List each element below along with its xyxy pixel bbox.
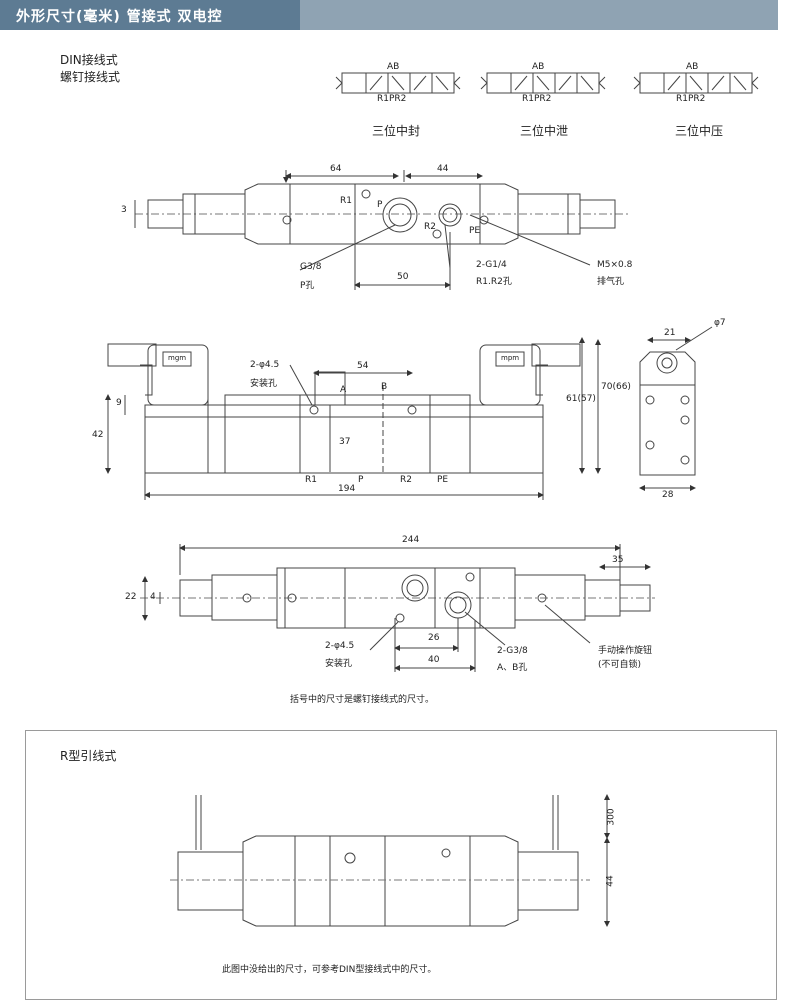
bottom-view	[140, 544, 655, 672]
dim-3: 3	[121, 205, 127, 215]
symbol-exhaust-center	[481, 73, 605, 93]
manual-knob-label: 手动操作旋钮	[598, 646, 653, 656]
bottom-mount-hole-label: 安装孔	[325, 659, 353, 669]
din-label: DIN接线式	[60, 53, 118, 67]
dim-244: 244	[402, 535, 420, 545]
r-type-note: 此图中没给出的尺寸，可参考DIN型接线式中的尺寸。	[222, 965, 437, 975]
dim-50: 50	[397, 272, 409, 282]
dim-70: 70(66)	[601, 382, 631, 392]
front-pe: PE	[437, 475, 449, 485]
no-lock-label: (不可自锁)	[598, 660, 642, 670]
symbol-pressure-center	[634, 73, 758, 93]
exhaust-label: 排气孔	[597, 277, 625, 287]
symbol1-ab: AB	[387, 62, 400, 72]
screw-note: 括号中的尺寸是螺钉接线式的尺寸。	[290, 695, 435, 705]
bottom-mount-label: 2-φ4.5	[325, 641, 355, 651]
dim-35: 35	[612, 555, 624, 565]
front-p: P	[358, 475, 364, 485]
symbol3-ab: AB	[686, 62, 699, 72]
symbol1-caption: 三位中封	[372, 124, 421, 138]
port-r2: R2	[424, 222, 436, 232]
dim-194: 194	[338, 484, 356, 494]
header-tab	[0, 0, 300, 30]
dim-r-44: 44	[605, 875, 616, 887]
front-view	[105, 337, 601, 500]
symbol3-ports: R1PR2	[676, 94, 706, 104]
screw-label: 螺钉接线式	[60, 70, 121, 84]
front-r1: R1	[305, 475, 317, 485]
dim-22: 22	[125, 592, 137, 602]
dim-61: 61(57)	[566, 394, 596, 404]
port-r1: R1	[340, 196, 352, 206]
dim-300: 300	[606, 808, 617, 826]
p-hole-label: P孔	[300, 281, 315, 291]
dim-64: 64	[330, 164, 342, 174]
left-coil-logo: mgm	[168, 354, 187, 362]
side-view	[639, 327, 712, 491]
symbol2-ports: R1PR2	[522, 94, 552, 104]
front-r2: R2	[400, 475, 412, 485]
r-holes-label: R1.R2孔	[476, 277, 512, 287]
dim-54: 54	[357, 361, 369, 371]
symbol1-ports: R1PR2	[377, 94, 407, 104]
g38-label: G3/8	[300, 262, 322, 272]
port-b: B	[381, 382, 388, 392]
front-mount-label: 2-φ4.5	[250, 360, 280, 370]
header-bar: 外形尺寸(毫米) 管接式 双电控	[0, 0, 778, 30]
dim-28: 28	[662, 490, 674, 500]
top-view	[135, 170, 630, 290]
symbol-closed-center	[336, 73, 460, 93]
dim-4: 4	[150, 592, 156, 602]
port-p: P	[377, 200, 383, 210]
dim-44: 44	[437, 164, 449, 174]
dim-21: 21	[664, 328, 676, 338]
m5-label: M5×0.8	[597, 260, 633, 270]
dim-37: 37	[339, 437, 351, 447]
g14-label: 2-G1/4	[476, 260, 507, 270]
r-type-title: R型引线式	[60, 749, 117, 763]
dim-phi7: φ7	[714, 318, 726, 328]
port-pe: PE	[469, 226, 481, 236]
r-type-frame	[25, 730, 777, 1000]
symbol3-caption: 三位中压	[675, 124, 724, 138]
front-mount-hole-label: 安装孔	[250, 379, 278, 389]
dim-42: 42	[92, 430, 104, 440]
dim-9: 9	[116, 398, 122, 408]
page-title: 外形尺寸(毫米) 管接式 双电控	[16, 9, 223, 25]
right-coil-logo: mpm	[501, 354, 520, 362]
dim-26: 26	[428, 633, 440, 643]
dim-40: 40	[428, 655, 440, 665]
symbol2-caption: 三位中泄	[520, 124, 569, 138]
port-a: A	[340, 385, 347, 395]
r-type-view	[170, 794, 610, 927]
ab-hole-label: A、B孔	[497, 663, 528, 673]
symbol2-ab: AB	[532, 62, 545, 72]
g38-ab-label: 2-G3/8	[497, 646, 528, 656]
